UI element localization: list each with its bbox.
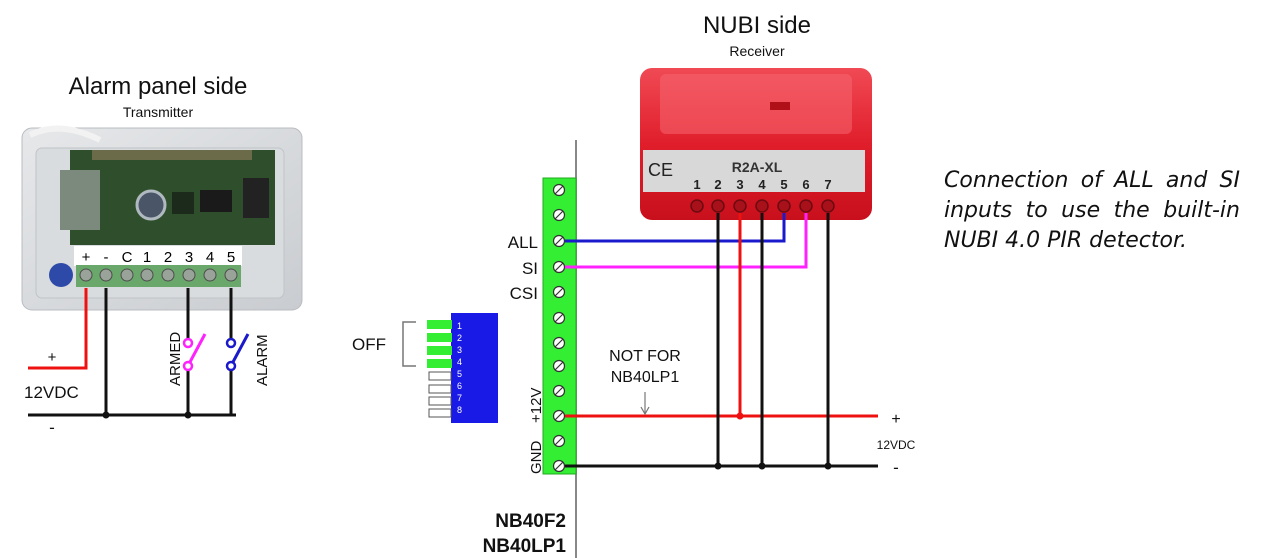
terminal-label: - <box>104 249 109 266</box>
receiver-pin-labels: 1 2 3 4 5 6 7 <box>693 177 831 192</box>
armed-label: ARMED <box>167 332 184 386</box>
dip-number: 6 <box>457 381 462 391</box>
right-wiring <box>565 213 878 470</box>
left-plus-label: + <box>48 349 57 366</box>
dip-numbers: 1 2 3 4 5 6 7 8 <box>457 321 462 415</box>
dip-number: 3 <box>457 345 462 355</box>
dip-number: 8 <box>457 405 462 415</box>
pin-label: 5 <box>780 177 787 192</box>
model-label-1: NB40F2 <box>495 511 566 532</box>
dip-number: 7 <box>457 393 462 403</box>
power-12v-label: +12V <box>528 388 545 423</box>
alarm-label: ALARM <box>254 334 271 386</box>
right-subtitle: Receiver <box>729 43 785 59</box>
pin-label: 7 <box>824 177 831 192</box>
left-title: Alarm panel side <box>69 73 248 100</box>
receiver-model: R2A-XL <box>732 159 783 175</box>
left-minus-label: - <box>49 418 55 437</box>
pin-label: 3 <box>736 177 743 192</box>
terminal-label: C <box>122 249 133 266</box>
terminal-label: 2 <box>164 249 172 266</box>
model-label-2: NB40LP1 <box>483 536 567 557</box>
input-csi-label: CSI <box>510 284 538 303</box>
dip-switch <box>402 313 498 423</box>
dip-number: 1 <box>457 321 462 331</box>
ce-mark: CE <box>648 160 673 180</box>
dip-number: 2 <box>457 333 462 343</box>
right-minus-label: - <box>893 458 899 477</box>
terminal-label: + <box>82 249 91 266</box>
dip-number: 4 <box>457 357 462 367</box>
receiver-module <box>640 68 872 220</box>
left-wiring <box>28 288 250 419</box>
pin-label: 2 <box>714 177 721 192</box>
off-label: OFF <box>352 335 386 354</box>
input-si-label: SI <box>522 259 538 278</box>
note-arrow <box>640 392 650 416</box>
left-subtitle: Transmitter <box>123 104 194 120</box>
pin-label: 6 <box>802 177 809 192</box>
transmitter-screws <box>79 268 238 282</box>
pin-label: 1 <box>693 177 700 192</box>
input-all-label: ALL <box>508 233 538 252</box>
gnd-label: GND <box>528 441 545 475</box>
right-voltage-label: 12VDC <box>877 438 916 452</box>
left-voltage-label: 12VDC <box>24 383 79 402</box>
right-plus-label: + <box>891 411 900 428</box>
transmitter-module <box>21 125 303 311</box>
pin-label: 4 <box>758 177 766 192</box>
connection-caption: Connection of ALL and SI inputs to use t… <box>944 168 1240 253</box>
terminal-strip <box>542 177 577 475</box>
right-title: NUBI side <box>703 12 811 39</box>
transmitter-terminal-labels: + - C 1 2 3 4 5 <box>82 249 236 266</box>
terminal-label: 5 <box>227 249 235 266</box>
terminal-label: 4 <box>206 249 214 266</box>
terminal-label: 3 <box>185 249 193 266</box>
terminal-label: 1 <box>143 249 151 266</box>
note-line-2: NB40LP1 <box>611 369 680 386</box>
note-line-1: NOT FOR <box>609 348 681 365</box>
dip-number: 5 <box>457 369 462 379</box>
